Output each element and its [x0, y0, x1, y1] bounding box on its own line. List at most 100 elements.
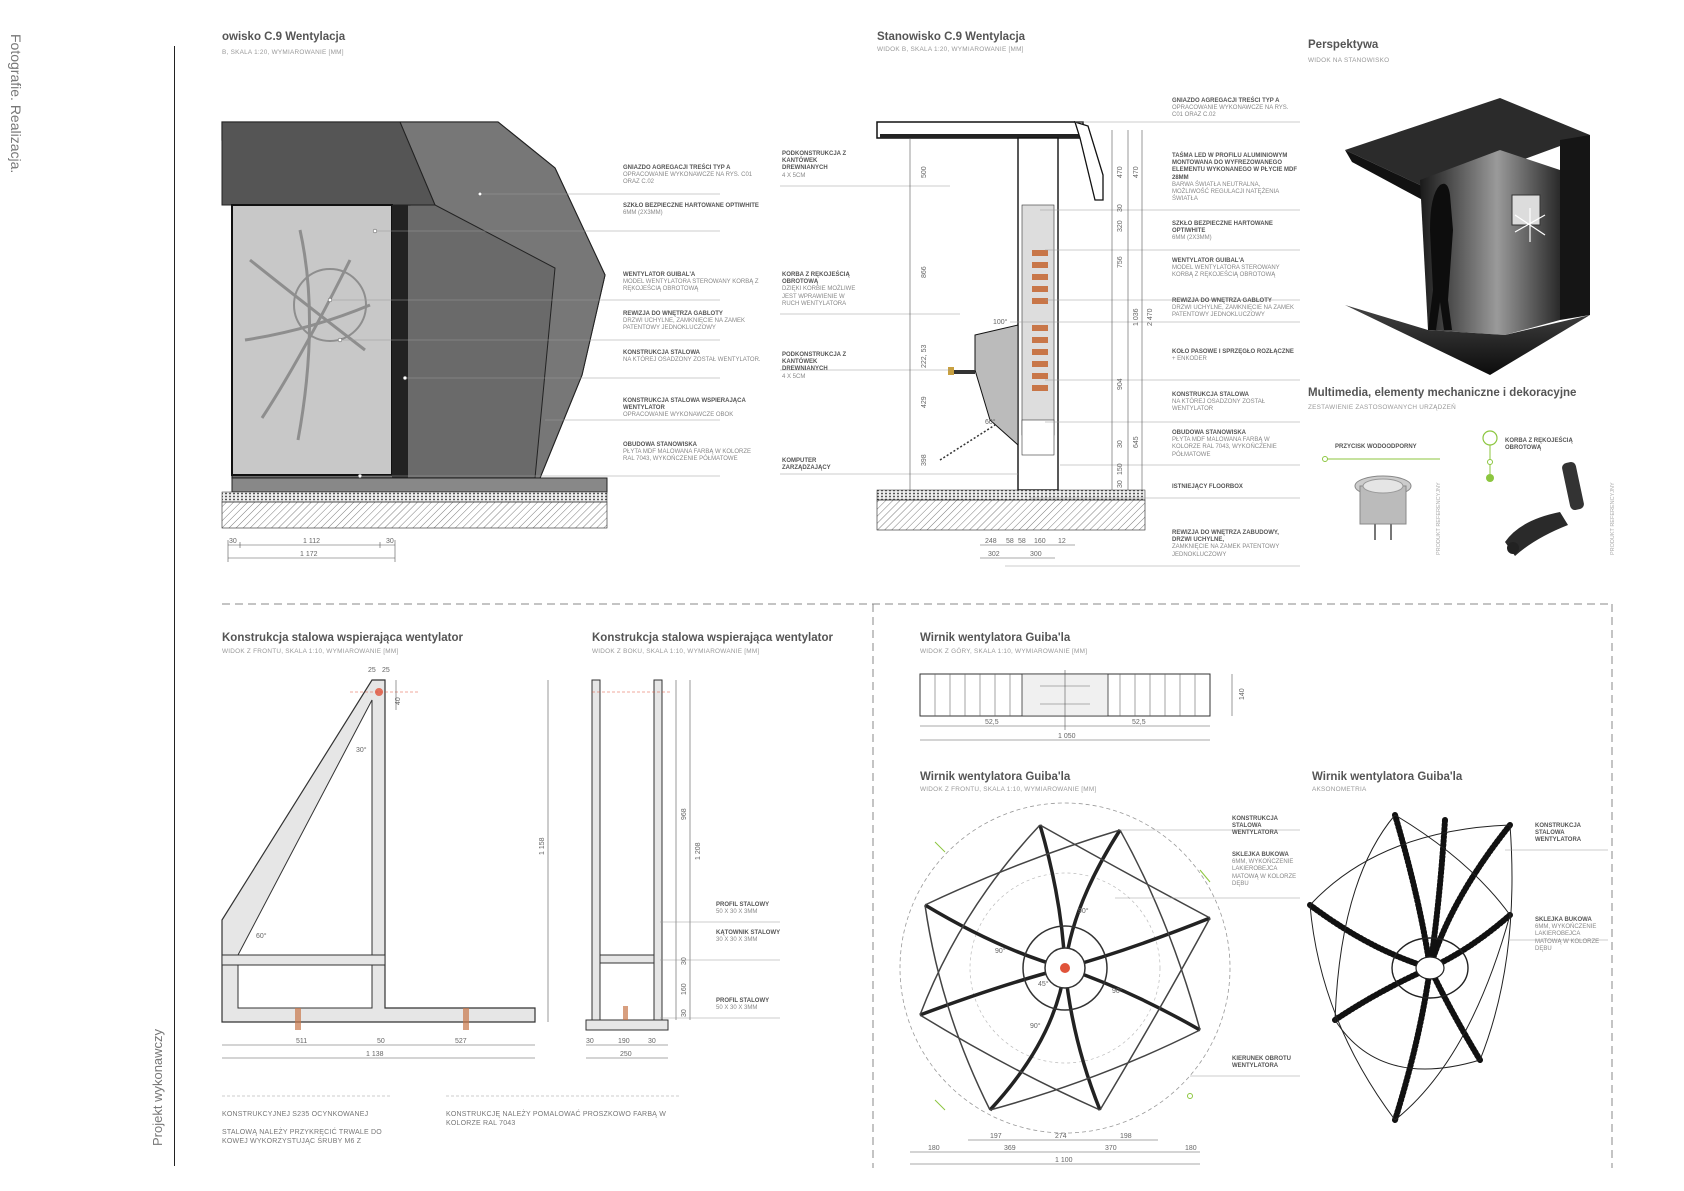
view-a-subtitle: B, SKALA 1:20, WYMIAROWANIE [MM]	[222, 49, 344, 56]
view-b-dim-v-16: 30	[1117, 480, 1124, 488]
rotor-front-dim-7: 180	[1185, 1145, 1197, 1152]
view-b-dim-h-7: 300	[1030, 551, 1042, 558]
rotor-front-dim-4: 180	[928, 1145, 940, 1152]
rotor-front-dim-2: 274	[1055, 1133, 1067, 1140]
sidebar-rail	[174, 46, 175, 1166]
view-a-dim-2: 1 112	[303, 538, 320, 545]
ref-label-1: PRODUKT REFERENCYJNY	[1436, 482, 1442, 555]
rotor-front-angle-1: 90°	[1078, 907, 1089, 915]
steel-front-dim-1: 25	[368, 667, 376, 674]
steel-side-title: Konstrukcja stalowa wspierająca wentylat…	[592, 632, 833, 644]
view-a-dim-4: 1 172	[300, 551, 318, 558]
rotor-top-title: Wirnik wentylatora Guiba'la	[920, 632, 1071, 644]
rotor-front-angle-4: 90°	[1030, 1022, 1041, 1030]
multimedia-title: Multimedia, elementy mechaniczne i dekor…	[1308, 387, 1577, 399]
rotor-top-dim-1: 52,5	[985, 719, 999, 726]
view-b-right-label-2: TAŚMA LED W PROFILU ALUMINIOWYM MONTOWAN…	[1172, 153, 1297, 203]
steel-front-angle-1: 30°	[356, 746, 367, 754]
rotor-axo-label-1: KONSTRUKCJA STALOWA WENTYLATORA	[1535, 823, 1582, 844]
view-b-dim-v-7: 30	[1117, 204, 1124, 212]
view-b-dim-v-4: 429	[921, 396, 928, 408]
rotor-front-angle-5: 45°	[1038, 980, 1049, 988]
view-b-dim-v-9: 756	[1117, 256, 1124, 268]
rotor-top-dim-4: 140	[1239, 688, 1246, 700]
view-a-dim-1: 30	[229, 538, 237, 545]
multimedia-item-crank: KORBA Z RĘKOJEŚCIĄ OBROTOWĄ	[1505, 438, 1573, 452]
view-b-right-label-10: REWIZJA DO WNĘTRZA ZABUDOWY, DRZWI UCHYL…	[1172, 530, 1280, 558]
perspective-title: Perspektywa	[1308, 39, 1379, 51]
view-b-dim-h-6: 302	[988, 551, 1000, 558]
rotor-top-dim-3: 1 050	[1058, 733, 1076, 740]
steel-side-dim-8: 30	[648, 1038, 656, 1045]
steel-side-dim-3: 30	[681, 957, 688, 965]
view-b-dim-h-1: 248	[985, 538, 997, 545]
rotor-front-label-3: KIERUNEK OBROTU WENTYLATORA	[1232, 1056, 1292, 1070]
view-b-left-label-4: KOMPUTER ZARZĄDZAJĄCY	[782, 458, 831, 472]
steel-side-dim-6: 30	[586, 1038, 594, 1045]
view-b-dim-v-2: 866	[921, 266, 928, 278]
view-b-dim-v-15: 150	[1117, 463, 1124, 475]
rotor-front-subtitle: WIDOK Z FRONTU, SKALA 1:10, WYMIAROWANIE…	[920, 786, 1097, 793]
view-b-dim-v-6: 470	[1117, 166, 1124, 178]
steel-front-dim-6: 50	[377, 1038, 385, 1045]
steel-side-dim-9: 250	[620, 1051, 632, 1058]
view-b-dim-v-17: 470	[1133, 166, 1140, 178]
perspective-subtitle: WIDOK NA STANOWISKO	[1308, 57, 1390, 64]
rotor-front-angle-3: 90°	[1112, 987, 1123, 995]
view-b-dim-v-8: 320	[1117, 220, 1124, 232]
rotor-front-dim-1: 197	[990, 1133, 1002, 1140]
view-b-dim-h-5: 12	[1058, 538, 1066, 545]
view-a-title: owisko C.9 Wentylacja	[222, 31, 346, 43]
view-b-dim-h-2: 58	[1006, 538, 1014, 545]
rotor-front-dim-3: 198	[1120, 1133, 1132, 1140]
steel-front-dim-4: 40	[395, 697, 402, 705]
rotor-front-dim-6: 370	[1105, 1145, 1117, 1152]
steel-front-dim-3: 1 158	[539, 837, 546, 855]
steel-side-dim-5: 30	[681, 1009, 688, 1017]
view-a-dim-3: 30	[386, 538, 394, 545]
view-b-angle-2: 60°	[985, 418, 996, 426]
steel-front-dim-7: 527	[455, 1038, 467, 1045]
view-b-dim-v-5: 398	[921, 454, 928, 466]
rotor-top-dim-2: 52,5	[1132, 719, 1146, 726]
steel-front-note-1: KONSTRUKCYJNEJ S235 OCYNKOWANEJ	[222, 1111, 369, 1118]
view-b-dim-h-4: 160	[1034, 538, 1046, 545]
steel-front-dim-2: 25	[382, 667, 390, 674]
rotor-front-angle-2: 90°	[995, 947, 1006, 955]
multimedia-item-button: PRZYCISK WODOODPORNY	[1335, 444, 1417, 450]
view-b-angle-1: 100°	[993, 318, 1008, 326]
steel-front-note-2: STALOWĄ NALEŻY PRZYKRĘCIĆ TRWALE DO KOWE…	[222, 1129, 382, 1145]
ref-label-2: PRODUKT REFERENCYJNY	[1610, 482, 1616, 555]
steel-side-note: KONSTRUKCJĘ NALEŻY POMALOWAĆ PROSZKOWO F…	[446, 1111, 667, 1127]
view-b-dim-v-1: 500	[921, 166, 928, 178]
view-b-title: Stanowisko C.9 Wentylacja	[877, 31, 1026, 43]
multimedia-subtitle: ZESTAWIENIE ZASTOSOWANYCH URZĄDZEŃ	[1308, 404, 1457, 411]
rotor-front-title: Wirnik wentylatora Guiba'la	[920, 771, 1071, 783]
steel-side-dim-1: 968	[681, 808, 688, 820]
steel-side-dim-7: 190	[618, 1038, 630, 1045]
